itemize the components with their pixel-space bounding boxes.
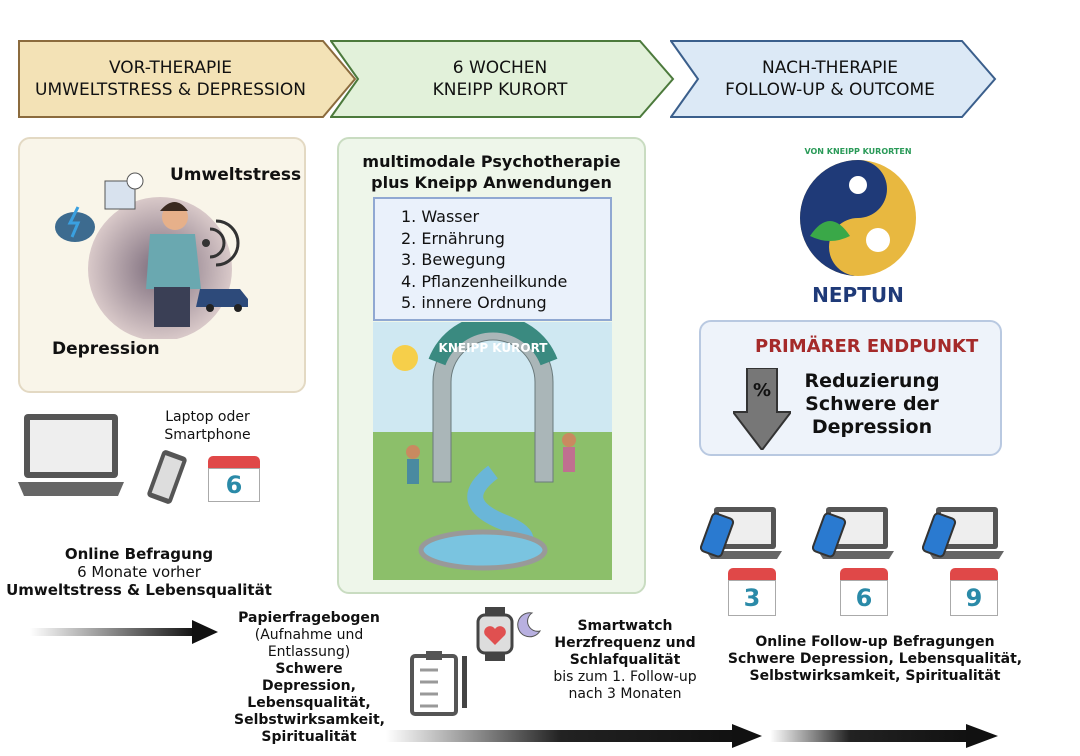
watch-sub: nach 3 Monaten xyxy=(568,686,682,702)
phase-subtitle: UMWELTSTRESS & DEPRESSION xyxy=(35,80,306,100)
percent-symbol: % xyxy=(752,380,772,401)
phase-subtitle: KNEIPP KURORT xyxy=(432,80,568,100)
kneipp-title-line: multimodale Psychotherapie xyxy=(362,152,621,171)
endpoint-line: Schwere der xyxy=(805,393,939,415)
paper-sub: (Aufnahme und xyxy=(254,627,364,643)
paper-topic: Lebensqualität, xyxy=(247,695,371,711)
calendar-number: 6 xyxy=(840,580,888,616)
calendar-icon: 6 xyxy=(840,568,888,616)
calendar-icon: 9 xyxy=(950,568,998,616)
calendar-icon: 3 xyxy=(728,568,776,616)
followup-text: Online Follow-up Befragungen Schwere Dep… xyxy=(700,634,1050,685)
phase-title: NACH-THERAPIE xyxy=(762,58,898,78)
calendar-icon: 6 xyxy=(208,456,260,502)
arch-sign-text: KNEIPP KURORT xyxy=(439,341,549,355)
list-item: 1. Wasser xyxy=(401,207,480,226)
phase-subtitle: FOLLOW-UP & OUTCOME xyxy=(725,80,935,100)
watch-sub: bis zum 1. Follow-up xyxy=(553,669,697,685)
watch-title: Smartwatch xyxy=(577,618,673,634)
paper-questionnaire-text: Papierfragebogen (Aufnahme und Entlassun… xyxy=(234,610,385,746)
followup-topics: Selbstwirksamkeit, Spiritualität xyxy=(749,668,1001,684)
primary-endpoint-panel: PRIMÄRER ENDPUNKT % Reduzierung Schwere … xyxy=(699,320,1002,456)
depression-label: Depression xyxy=(52,339,160,359)
online-survey-text: Online Befragung 6 Monate vorher Umwelts… xyxy=(0,545,278,599)
laptop-phone-icon xyxy=(922,507,1004,559)
endpoint-line: Depression xyxy=(811,416,933,438)
timeline-arrow xyxy=(30,620,218,644)
neptun-logo: VON KNEIPP KURORTEN NEPTUN xyxy=(800,147,916,307)
kneipp-pillars-list: 1. Wasser 2. Ernährung 3. Bewegung 4. Pf… xyxy=(373,197,612,321)
paper-topic: Selbstwirksamkeit, xyxy=(234,712,385,728)
stress-label: Umweltstress xyxy=(170,165,302,185)
paper-title: Papierfragebogen xyxy=(238,610,380,626)
paper-topic: Schwere Depression, xyxy=(262,661,356,694)
laptop-phone-icon xyxy=(700,507,782,559)
kneipp-title: multimodale Psychotherapie plus Kneipp An… xyxy=(339,151,644,193)
stress-depression-panel: Umweltstress Depression xyxy=(18,137,306,393)
phase-title: VOR-THERAPIE xyxy=(108,58,233,78)
calendar-number: 6 xyxy=(208,468,260,502)
logo-ring-text: VON KNEIPP KURORTEN xyxy=(804,147,911,156)
decrease-arrow-icon xyxy=(733,368,791,450)
watch-title: Schlafqualität xyxy=(569,652,681,668)
timeline-arrow xyxy=(770,724,998,748)
endpoint-line: Reduzierung xyxy=(804,370,940,392)
device-label-line: Smartphone xyxy=(164,427,251,443)
timeline-arrow xyxy=(386,724,762,748)
laptop-phone-icon xyxy=(812,507,894,559)
endpoint-description: Reduzierung Schwere der Depression xyxy=(797,370,947,439)
kneipp-title-line: plus Kneipp Anwendungen xyxy=(371,173,612,192)
endpoint-title: PRIMÄRER ENDPUNKT xyxy=(755,336,979,357)
survey-topics: Umweltstress & Lebensqualität xyxy=(6,581,272,599)
kneipp-kurort-illustration: KNEIPP KURORT xyxy=(373,322,612,580)
list-item: 3. Bewegung xyxy=(401,250,506,269)
list-item: 2. Ernährung xyxy=(401,228,505,248)
survey-title: Online Befragung xyxy=(64,545,214,563)
followup-title: Online Follow-up Befragungen xyxy=(755,634,995,650)
device-label-line: Laptop oder xyxy=(165,409,250,425)
calendar-number: 3 xyxy=(728,580,776,616)
paper-sub: Entlassung) xyxy=(267,644,351,660)
paper-topic: Spiritualität xyxy=(261,729,357,745)
laptop-icon xyxy=(18,414,124,496)
calendar-number: 9 xyxy=(950,580,998,616)
followup-topics: Schwere Depression, Lebensqualität, xyxy=(727,651,1023,667)
smartwatch-icon xyxy=(476,607,542,661)
survey-time: 6 Monate vorher xyxy=(77,563,201,581)
depressed-person-illustration xyxy=(55,172,248,339)
clipboard-icon xyxy=(410,651,467,716)
phase-title: 6 WOCHEN xyxy=(452,58,548,78)
kneipp-panel: multimodale Psychotherapie plus Kneipp An… xyxy=(337,137,646,594)
smartphone-icon xyxy=(147,450,187,504)
smartwatch-text: Smartwatch Herzfrequenz und Schlafqualit… xyxy=(535,618,715,703)
watch-title: Herzfrequenz und xyxy=(554,635,696,651)
logo-name: NEPTUN xyxy=(812,283,904,307)
list-item: 4. Pflanzenheilkunde xyxy=(401,271,568,291)
list-item: 5. innere Ordnung xyxy=(401,293,547,312)
